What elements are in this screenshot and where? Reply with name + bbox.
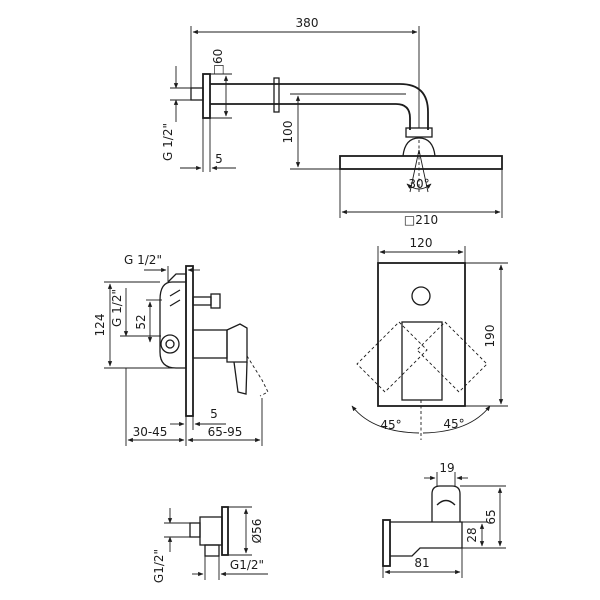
dim-g-label: G 1/2" bbox=[161, 123, 175, 161]
elbow-thread-side bbox=[189, 522, 201, 538]
dim-210-label: □210 bbox=[404, 213, 438, 227]
elbow-body bbox=[199, 516, 223, 546]
arm-upper-edge bbox=[210, 83, 429, 130]
dim-5-label: 5 bbox=[215, 152, 223, 166]
lever-alt-position bbox=[246, 355, 269, 397]
arm-joint bbox=[273, 77, 280, 113]
shower-head bbox=[339, 155, 503, 170]
holder-body bbox=[390, 521, 463, 557]
dim-30-45-label: 30-45 bbox=[133, 425, 168, 439]
dim-56-label: Ø56 bbox=[250, 519, 264, 544]
holder-cradle bbox=[431, 485, 461, 522]
dim-65-label: 65 bbox=[484, 509, 498, 524]
dim-60-label: □60 bbox=[211, 49, 225, 76]
front-plate bbox=[377, 262, 466, 407]
wall-flange bbox=[202, 73, 211, 119]
elbow-thread-bottom bbox=[204, 544, 220, 557]
diverter-stem bbox=[192, 296, 212, 306]
dim-19-label: 19 bbox=[439, 461, 454, 475]
dim-gtop-label: G 1/2" bbox=[124, 253, 162, 267]
lever-head bbox=[226, 323, 248, 363]
elbow-plate bbox=[221, 506, 229, 556]
spray-angle-label: 30° bbox=[408, 177, 429, 191]
lever-front bbox=[401, 321, 443, 401]
dim-gb-label: G1/2" bbox=[230, 558, 264, 572]
dim-124-label: 124 bbox=[93, 314, 107, 337]
spray-arc bbox=[406, 183, 432, 190]
lever-handle bbox=[233, 361, 248, 395]
angle-right-label: 45° bbox=[443, 417, 464, 431]
outlet-circle bbox=[160, 334, 180, 354]
angle-arc-left bbox=[351, 405, 420, 434]
lever-body bbox=[192, 329, 228, 359]
inlet-fitting bbox=[167, 273, 187, 283]
mixer-side-view: G 1/2" 124 G 1/2" 52 5 30-45 65-95 bbox=[93, 253, 269, 446]
mixer-front-view: 45° 45° 120 190 bbox=[351, 236, 508, 440]
angle-arc-right bbox=[422, 405, 491, 434]
outlet-elbow-view: Ø56 G1/2" G1/2" bbox=[152, 506, 268, 583]
holder-cradle-inner bbox=[436, 499, 456, 506]
thread-stub bbox=[190, 87, 204, 101]
lever-rotated-right bbox=[416, 321, 488, 393]
dim-120-label: 120 bbox=[410, 236, 433, 250]
dim-plate-label: 5 bbox=[210, 407, 218, 421]
dim-52-label: 52 bbox=[134, 314, 148, 329]
dim-28-label: 28 bbox=[465, 527, 479, 542]
holder-plate bbox=[382, 519, 391, 567]
inlet-thread bbox=[169, 289, 181, 307]
arm-lower-edge bbox=[210, 103, 411, 130]
dim-gside-label: G 1/2" bbox=[110, 289, 124, 327]
dim-ga-label: G1/2" bbox=[152, 549, 166, 583]
dim-81-label: 81 bbox=[414, 556, 429, 570]
diverter-button bbox=[411, 286, 431, 306]
dim-100-label: 100 bbox=[281, 121, 295, 144]
ball-joint bbox=[402, 137, 436, 157]
dim-380-label: 380 bbox=[296, 16, 319, 30]
shower-arm-view: 30° 380 □60 100 G 1/2" 5 □210 bbox=[161, 16, 503, 227]
cover-plate bbox=[185, 265, 194, 417]
angle-left-label: 45° bbox=[380, 418, 401, 432]
holder-view: 19 65 28 81 bbox=[382, 461, 506, 578]
dim-190-label: 190 bbox=[483, 325, 497, 348]
lever-rotated-left bbox=[356, 321, 428, 393]
diverter-knob bbox=[210, 293, 221, 309]
dim-65-95-label: 65-95 bbox=[208, 425, 243, 439]
outlet-circle-inner bbox=[165, 339, 175, 349]
